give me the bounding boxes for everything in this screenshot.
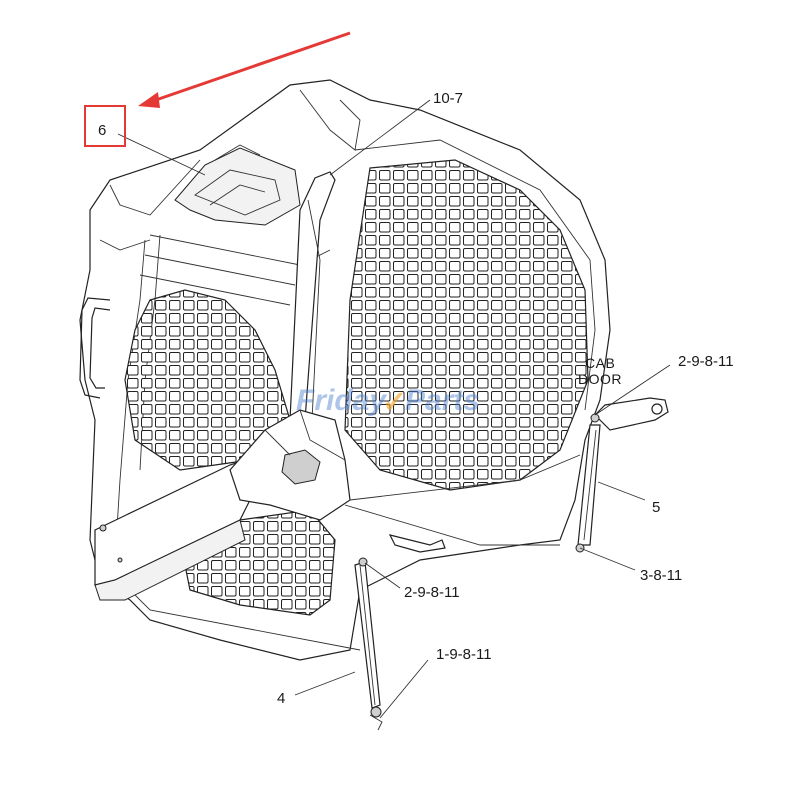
grab-handle: [79, 297, 111, 399]
callout-2-9-8-11-right: 2-9-8-11: [678, 353, 734, 370]
watermark-check-icon: ✓: [382, 386, 407, 419]
highlight-arrow-icon: [138, 92, 160, 108]
leader-lines: [117, 99, 671, 719]
highlight-annotation: [84, 31, 351, 147]
highlight-arrow-shaft: [149, 31, 351, 104]
cab-label: CAB: [585, 355, 615, 371]
watermark-friday: Friday: [296, 384, 387, 417]
callout-10-7: 10-7: [433, 90, 463, 107]
roof-panel: [139, 144, 331, 306]
callout-3-8-11: 3-8-11: [640, 567, 682, 584]
door-label: DOOR: [578, 371, 622, 387]
latch-bracket: [388, 534, 446, 553]
highlight-box: [84, 105, 126, 147]
callout-6: 6: [98, 122, 106, 139]
callouts: 6 10-7 2-9-8-11 5 3-8-11 2-9-8-11 1-9-8-…: [98, 90, 734, 707]
callout-4: 4: [277, 690, 285, 707]
gas-strut-lower: [354, 557, 383, 731]
callout-5: 5: [652, 499, 660, 516]
callout-2-9-8-11-lower: 2-9-8-11: [404, 584, 460, 601]
cab-door-label: CAB DOOR: [578, 355, 622, 387]
callout-1-9-8-11: 1-9-8-11: [436, 646, 492, 663]
center-hub: [94, 409, 581, 601]
watermark: Friday ✓ Parts: [296, 384, 480, 419]
watermark-parts: Parts: [405, 384, 480, 417]
